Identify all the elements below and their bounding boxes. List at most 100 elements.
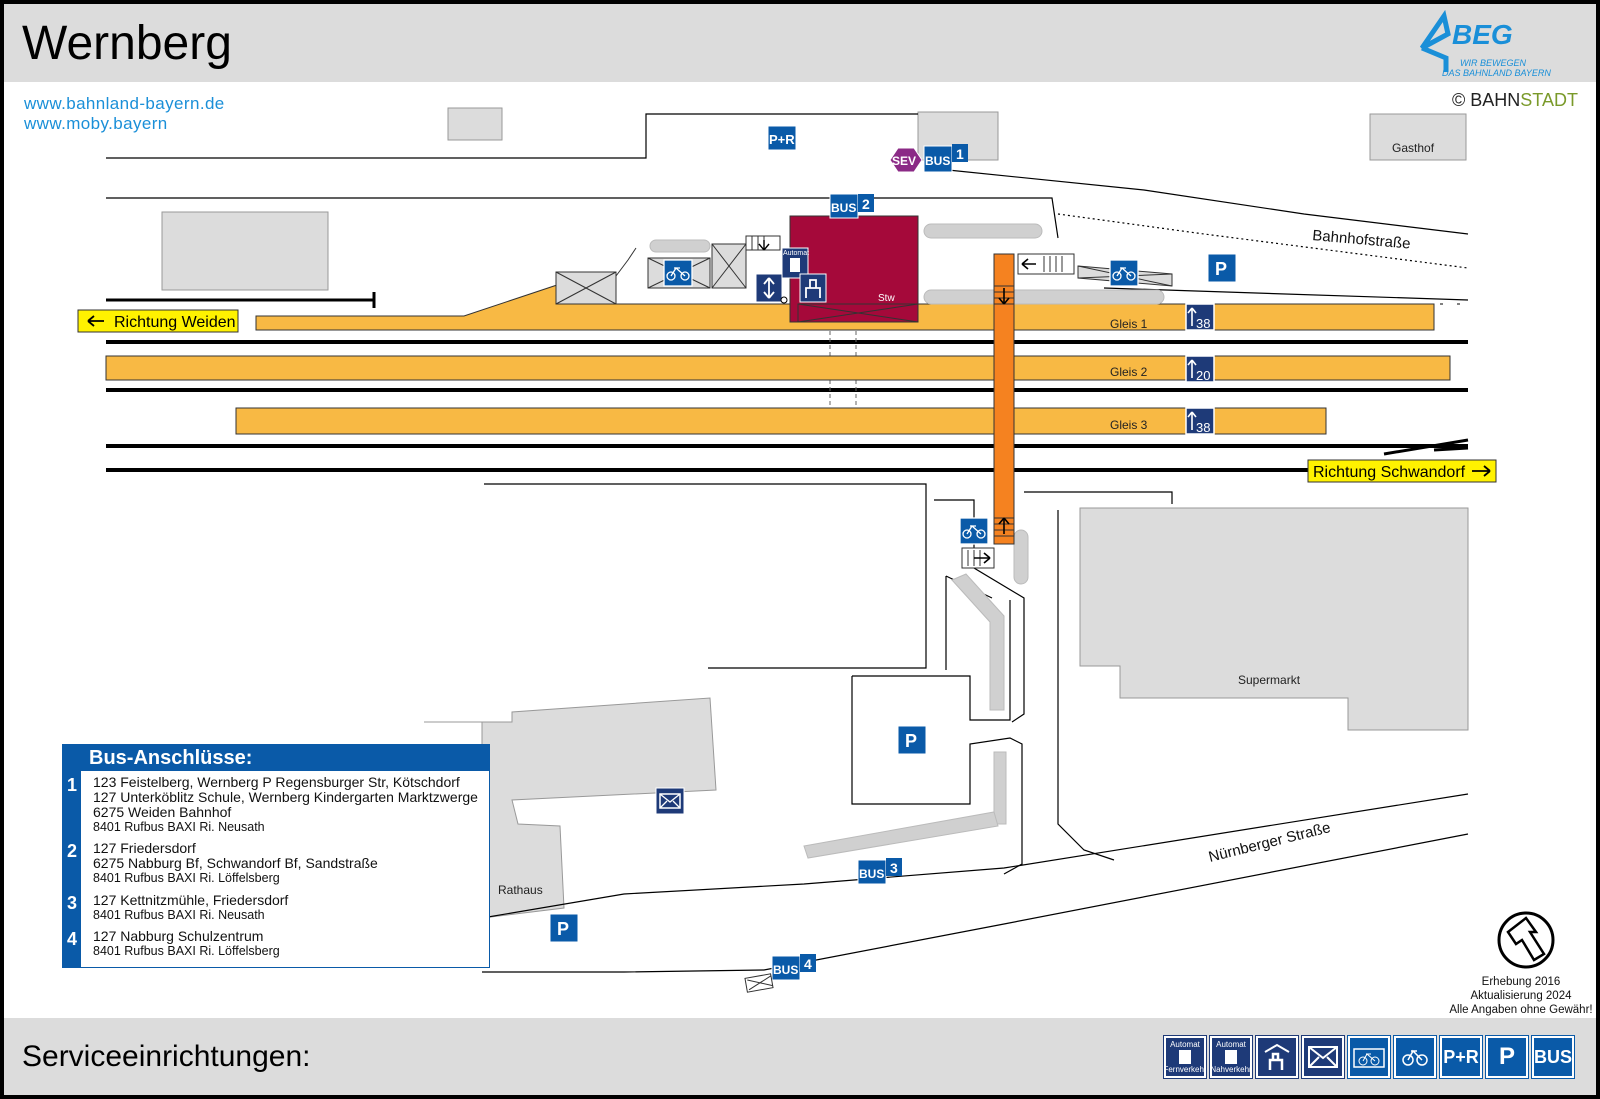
brand-part-1: BAHN <box>1470 90 1521 110</box>
pr-text: P+R <box>769 132 795 147</box>
direction-weiden: Richtung Weiden <box>77 309 239 333</box>
sev-text: SEV <box>892 154 916 168</box>
icon-caption: Automat <box>1216 1040 1246 1049</box>
bus2-text: BUS <box>831 201 856 215</box>
survey-note: Erhebung 2016 Aktualisierung 2024 Alle A… <box>1446 975 1596 1017</box>
bus-entry-number: 2 <box>66 841 77 861</box>
bus-line: 127 Unterköblitz Schule, Wernberg Kinder… <box>93 789 478 805</box>
website-links: www.bahnland-bayern.de www.moby.bayern <box>24 94 225 134</box>
survey-year: Erhebung 2016 <box>1481 976 1561 988</box>
n3-text: 3 <box>890 860 898 876</box>
north-arrow-icon <box>1497 911 1555 969</box>
bus-line: 127 Nabburg Schulzentrum <box>93 928 264 944</box>
mailbox-sign <box>655 787 685 815</box>
n4-text: 4 <box>804 956 812 972</box>
rufbus-line: 8401 Rufbus BAXI Ri. Neusath <box>93 908 265 922</box>
n1-text: 1 <box>956 146 964 162</box>
bus-entry-lines: 123 Feistelberg, Wernberg P Regensburger… <box>93 775 478 835</box>
beg-text: BEG <box>1452 19 1513 50</box>
platform-height-signs: 38 20 38 <box>1185 303 1215 435</box>
height-sign-gleis-3: 38 <box>1185 407 1215 435</box>
rufbus-line: 8401 Rufbus BAXI Ri. Neusath <box>93 820 265 834</box>
stw-label: Stw <box>878 293 895 304</box>
link-bahnland[interactable]: www.bahnland-bayern.de <box>24 94 225 113</box>
platform-labels: Gleis 1 Gleis 2 Gleis 3 <box>1110 317 1148 432</box>
dir-w-text: Richtung Weiden <box>114 314 236 331</box>
beg-logo: BEG WIR BEWEGEN DAS BAHNLAND BAYERN <box>1419 9 1551 78</box>
link-moby[interactable]: www.moby.bayern <box>24 114 168 133</box>
icon-caption: Automat <box>1170 1040 1200 1049</box>
bus-line: 6275 Weiden Bahnhof <box>93 804 232 820</box>
height-sign-gleis-1: 38 <box>1185 303 1215 331</box>
rufbus-line: 8401 Rufbus BAXI Ri. Löffelsberg <box>93 944 280 958</box>
bus-line: 127 Kettnitzmühle, Friedersdorf <box>93 892 289 908</box>
tag1-text: WIR BEWEGEN <box>1460 58 1527 68</box>
parking-rathaus: P <box>549 913 579 943</box>
parking-signs: P P P <box>549 253 1237 943</box>
machine-glyph <box>1225 1050 1237 1064</box>
mailbox-icon <box>1301 1035 1345 1079</box>
bike-box-icon <box>1347 1035 1391 1079</box>
bus-stop-2: BUS 2 <box>829 193 874 219</box>
parking-icon: P <box>1485 1035 1529 1079</box>
h3-text: 38 <box>1196 420 1210 435</box>
gasthof-label: Gasthof <box>1392 141 1435 155</box>
services-title: Serviceeinrichtungen: <box>22 1040 311 1073</box>
machine-glyph <box>1179 1050 1191 1064</box>
automat-text: Automat <box>783 250 809 257</box>
h2-text: 20 <box>1196 368 1210 383</box>
icon-caption: Nahverkehr <box>1210 1065 1252 1074</box>
bike-signs <box>663 259 1139 545</box>
buildings <box>161 107 1469 919</box>
parking-letter: P <box>905 731 917 751</box>
bus-entry-lines: 127 Nabburg Schulzentrum 8401 Rufbus BAX… <box>93 929 280 959</box>
bus1-text: BUS <box>925 154 950 168</box>
bus-connections-panel: Bus-Anschlüsse: 1 123 Feistelberg, Wernb… <box>62 744 490 968</box>
streets <box>106 113 1469 973</box>
bus-stop-4: BUS 4 <box>744 954 816 993</box>
bike-parking-icon <box>1393 1035 1437 1079</box>
station-map: Stw Gleis 1 <box>77 107 1497 993</box>
bahnhofstrasse-label: Bahnhofstraße <box>1312 227 1412 253</box>
bus-entry-number: 3 <box>66 893 77 913</box>
icon-caption: Fernverkehr <box>1163 1065 1207 1074</box>
facility-signs: Automat <box>755 247 827 304</box>
parking-center: P <box>897 725 927 755</box>
header-bar: Wernberg BEG WIR BEWEGEN DAS BAHNLAND BA… <box>4 4 1596 82</box>
bus-connections-heading: Bus-Anschlüsse: <box>63 745 489 771</box>
rufbus-line: 8401 Rufbus BAXI Ri. Löffelsberg <box>93 871 280 885</box>
bus-number-strip <box>63 771 81 967</box>
parking-north: P <box>1207 253 1237 283</box>
bus-line: 127 Friedersdorf <box>93 840 196 856</box>
n2-text: 2 <box>862 196 870 212</box>
bus-stop-1: BUS 1 <box>923 144 968 173</box>
survey-disclaimer: Alle Angaben ohne Gewähr! <box>1449 1004 1593 1016</box>
tracks <box>106 292 1469 472</box>
bus-line: 6275 Nabburg Bf, Schwandorf Bf, Sandstra… <box>93 855 378 871</box>
stairs-west <box>745 235 781 251</box>
g2-text: Gleis 2 <box>1110 365 1148 379</box>
h1-text: 38 <box>1196 316 1210 331</box>
park-and-ride-sign: P+R <box>767 125 797 151</box>
bus-entry-number: 1 <box>66 775 77 795</box>
park-and-ride-icon: P+R <box>1439 1035 1483 1079</box>
survey-update: Aktualisierung 2024 <box>1470 990 1572 1002</box>
rathaus-label: Rathaus <box>498 883 543 897</box>
hedges <box>649 223 1165 859</box>
bus3-text: BUS <box>859 867 884 881</box>
page-title: Wernberg <box>22 17 232 70</box>
parking-letter: P <box>557 919 569 939</box>
platform-gleis-3 <box>235 407 1327 435</box>
parking-letter: P <box>1215 259 1227 279</box>
sev-stop: SEV <box>889 147 923 173</box>
copyright-symbol: © <box>1452 90 1466 110</box>
copyright: © BAHNSTADT <box>1452 90 1578 111</box>
brand-part-2: STADT <box>1520 90 1578 110</box>
bus-entry-number: 4 <box>66 929 77 949</box>
g3-text: Gleis 3 <box>1110 418 1148 432</box>
